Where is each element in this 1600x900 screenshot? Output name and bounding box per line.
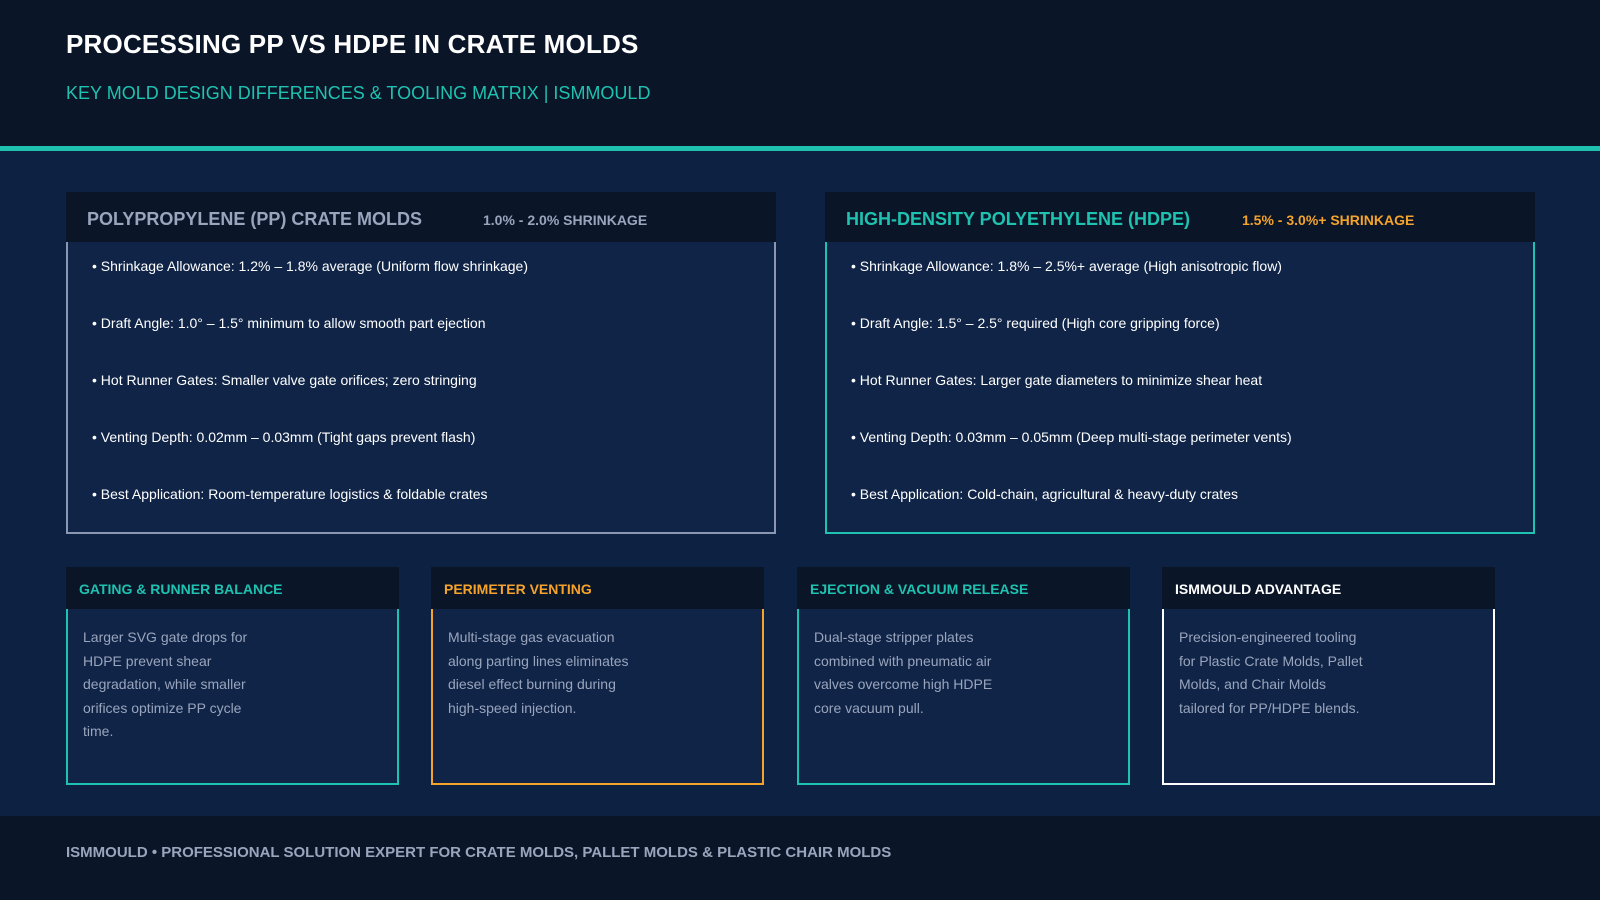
gating-runner-card: GATING & RUNNER BALANCE Larger SVG gate … [66,567,399,785]
list-item: • Shrinkage Allowance: 1.8% – 2.5%+ aver… [851,258,1282,274]
card-body: Larger SVG gate drops for HDPE prevent s… [66,609,399,785]
pp-panel-body: • Shrinkage Allowance: 1.2% – 1.8% avera… [66,242,776,534]
ejection-vacuum-card: EJECTION & VACUUM RELEASE Dual-stage str… [797,567,1130,785]
header: PROCESSING PP VS HDPE IN CRATE MOLDS KEY… [0,0,1600,146]
card-header: GATING & RUNNER BALANCE [66,567,399,609]
card-text: Multi-stage gas evacuation along parting… [448,629,629,716]
card-title: ISMMOULD ADVANTAGE [1175,581,1342,597]
page-title: PROCESSING PP VS HDPE IN CRATE MOLDS [66,29,639,59]
card-header: EJECTION & VACUUM RELEASE [797,567,1130,609]
hdpe-panel-body: • Shrinkage Allowance: 1.8% – 2.5%+ aver… [825,242,1535,534]
header-accent-divider [0,146,1600,151]
hdpe-panel-header: HIGH-DENSITY POLYETHYLENE (HDPE) 1.5% - … [825,192,1535,242]
hdpe-panel-title: HIGH-DENSITY POLYETHYLENE (HDPE) [846,209,1191,229]
card-body: Precision-engineered tooling for Plastic… [1162,609,1495,785]
list-item: • Venting Depth: 0.03mm – 0.05mm (Deep m… [851,429,1292,445]
card-text: Larger SVG gate drops for HDPE prevent s… [83,629,248,739]
list-item: • Shrinkage Allowance: 1.2% – 1.8% avera… [92,258,529,274]
card-body: Multi-stage gas evacuation along parting… [431,609,764,785]
card-title: GATING & RUNNER BALANCE [79,581,283,597]
card-text: Dual-stage stripper plates combined with… [814,629,993,716]
list-item: • Best Application: Cold-chain, agricult… [851,486,1238,502]
card-header: ISMMOULD ADVANTAGE [1162,567,1495,609]
pp-spec-list: • Shrinkage Allowance: 1.2% – 1.8% avera… [92,256,528,541]
list-item: • Hot Runner Gates: Smaller valve gate o… [92,372,477,388]
perimeter-venting-card: PERIMETER VENTING Multi-stage gas evacua… [431,567,764,785]
footer: ISMMOULD • PROFESSIONAL SOLUTION EXPERT … [0,816,1600,900]
card-title: PERIMETER VENTING [444,581,592,597]
hdpe-comparison-panel: HIGH-DENSITY POLYETHYLENE (HDPE) 1.5% - … [825,192,1535,534]
list-item: • Best Application: Room-temperature log… [92,486,488,502]
list-item: • Draft Angle: 1.0° – 1.5° minimum to al… [92,315,486,331]
footer-text: ISMMOULD • PROFESSIONAL SOLUTION EXPERT … [66,844,892,861]
card-text: Precision-engineered tooling for Plastic… [1179,629,1363,716]
card-header: PERIMETER VENTING [431,567,764,609]
ismmould-advantage-card: ISMMOULD ADVANTAGE Precision-engineered … [1162,567,1495,785]
list-item: • Hot Runner Gates: Larger gate diameter… [851,372,1263,388]
pp-shrinkage-badge: 1.0% - 2.0% SHRINKAGE [483,212,648,228]
list-item: • Venting Depth: 0.02mm – 0.03mm (Tight … [92,429,476,445]
card-body: Dual-stage stripper plates combined with… [797,609,1130,785]
hdpe-spec-list: • Shrinkage Allowance: 1.8% – 2.5%+ aver… [851,256,1292,541]
hdpe-shrinkage-badge: 1.5% - 3.0%+ SHRINKAGE [1242,212,1415,228]
pp-panel-title: POLYPROPYLENE (PP) CRATE MOLDS [87,209,423,229]
card-title: EJECTION & VACUUM RELEASE [810,581,1029,597]
list-item: • Draft Angle: 1.5° – 2.5° required (Hig… [851,315,1220,331]
pp-panel-header: POLYPROPYLENE (PP) CRATE MOLDS 1.0% - 2.… [66,192,776,242]
pp-comparison-panel: POLYPROPYLENE (PP) CRATE MOLDS 1.0% - 2.… [66,192,776,534]
page-subtitle: KEY MOLD DESIGN DIFFERENCES & TOOLING MA… [66,83,651,103]
